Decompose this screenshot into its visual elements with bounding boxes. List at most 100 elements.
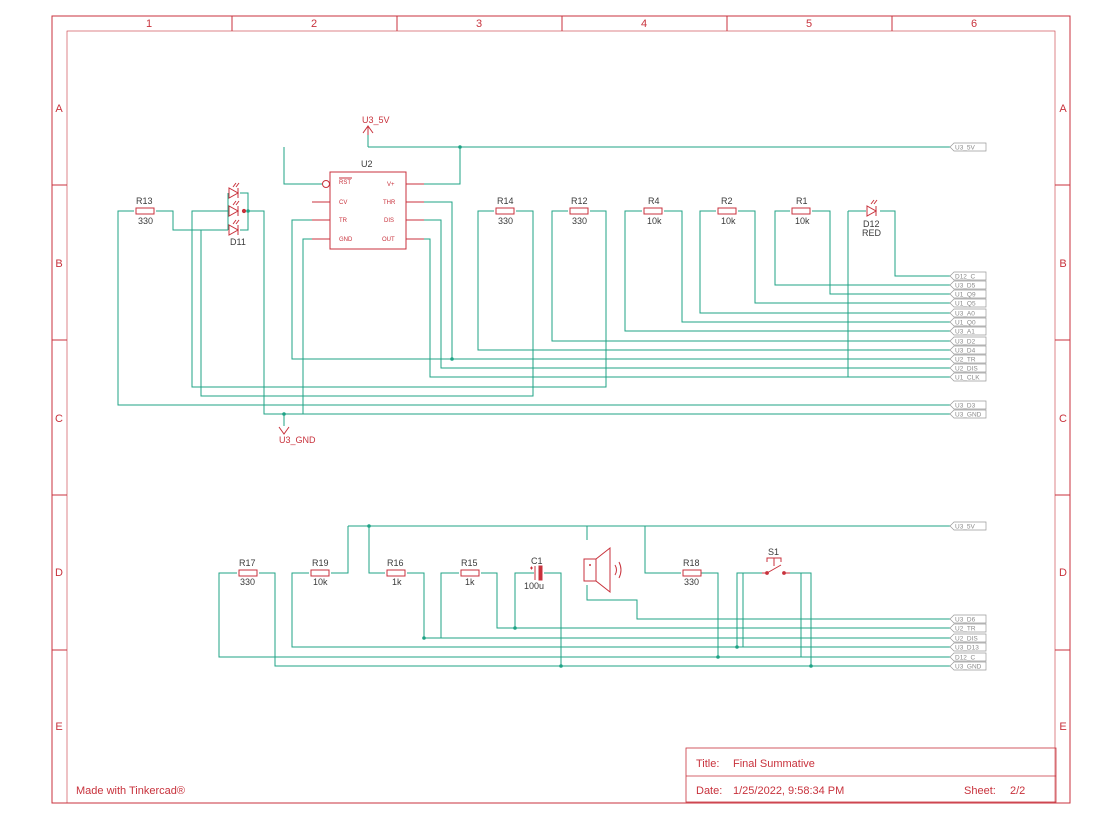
r2-value: 10k (721, 216, 736, 226)
r14-name: R14 (497, 196, 514, 206)
r2-name: R2 (721, 196, 733, 206)
chip-pin-tr: TR (339, 218, 348, 224)
column-label-2: 2 (311, 18, 317, 30)
r15-name: R15 (461, 558, 478, 568)
r15-value: 1k (465, 577, 475, 587)
resistor-r16-body (386, 569, 406, 577)
r1-value: 10k (795, 216, 810, 226)
r14-value: 330 (498, 216, 513, 226)
net-label-text: U3_D6 (955, 617, 976, 624)
switch-s1 (762, 557, 790, 575)
net-label: D12_C (949, 271, 987, 281)
r16-name: R16 (387, 558, 404, 568)
title-label: Title: (696, 758, 719, 770)
net-label: U2_DIS (949, 363, 987, 373)
r13-name: R13 (136, 196, 153, 206)
net-label: U1_Q5 (949, 298, 987, 308)
junction-dot (809, 664, 813, 668)
ground-symbol (278, 426, 290, 435)
made-with-label: Made with Tinkercad® (76, 785, 185, 797)
net-label-text: U2_DIS (955, 366, 978, 373)
column-label-1: 1 (146, 18, 152, 30)
net-label: U3_GND (949, 409, 987, 419)
top-net-labels: U3_5VD12_CU3_D5U1_Q9U1_Q5U3_A0U1_Q0U3_A1… (949, 142, 987, 419)
bottom-circuit-wires (218, 525, 950, 667)
junction-dot (450, 357, 454, 361)
r4-value: 10k (647, 216, 662, 226)
net-label-text: D12_C (955, 655, 976, 662)
date-label: Date: (696, 785, 722, 797)
net-label-text: U3_D13 (955, 645, 979, 652)
r19-name: R19 (312, 558, 329, 568)
resistor-r15-body (460, 569, 480, 577)
r12-name: R12 (571, 196, 588, 206)
junction-dot (716, 655, 720, 659)
net-label-text: U3_D2 (955, 339, 976, 346)
chip-pin-thr: THR (383, 200, 396, 206)
chip-pin-cv: CV (339, 200, 347, 206)
junction-dot (246, 209, 250, 213)
r12-value: 330 (572, 216, 587, 226)
column-label-5: 5 (806, 18, 812, 30)
chip-pin-vplus: V+ (387, 182, 395, 188)
net-label: U3_D3 (949, 400, 987, 410)
net-label-text: U3_GND (955, 412, 982, 419)
net-label-text: U3_5V (955, 524, 976, 531)
power-label-5v: U3_5V (362, 115, 390, 125)
r13-value: 330 (138, 216, 153, 226)
chip-pin-dis: DIS (384, 218, 394, 224)
net-label: U3_D6 (949, 614, 987, 624)
d12-name: D12 (863, 219, 880, 229)
row-label-c-left: C (55, 413, 63, 425)
speaker (583, 546, 622, 594)
ground-label: U3_GND (279, 435, 316, 445)
column-label-6: 6 (971, 18, 977, 30)
junction-dot (559, 664, 563, 668)
chip-pin-gnd: GND (339, 237, 353, 243)
row-label-c-right: C (1059, 413, 1067, 425)
net-label: U3_D5 (949, 280, 987, 290)
net-label-text: U1_Q0 (955, 320, 976, 327)
net-label: U3_D2 (949, 336, 987, 346)
r16-value: 1k (392, 577, 402, 587)
resistor-r4-body (643, 207, 663, 215)
net-label: U3_D4 (949, 345, 987, 355)
power-symbol-5v (362, 125, 374, 135)
net-label: U2_DIS (949, 633, 987, 643)
r17-name: R17 (239, 558, 256, 568)
net-label: U2_TR (949, 354, 987, 364)
junction-dot (367, 524, 371, 528)
junction-dot (458, 145, 462, 149)
net-label-text: U1_CLK (955, 375, 980, 382)
row-label-d-left: D (55, 567, 63, 579)
row-label-e-right: E (1059, 721, 1066, 733)
chip-name: U2 (361, 159, 373, 169)
junction-dot (422, 636, 426, 640)
r17-value: 330 (240, 577, 255, 587)
led-cluster-d11 (228, 182, 247, 236)
top-circuit-wires (117, 135, 950, 426)
sheet-value: 2/2 (1010, 785, 1025, 797)
junction-dot (282, 412, 286, 416)
net-label-text: U1_Q9 (955, 292, 976, 299)
drawing-frame (51, 15, 1071, 804)
junction-dot (735, 645, 739, 649)
chip-pin-rst: RST (339, 180, 351, 186)
row-label-b-left: B (55, 258, 62, 270)
net-label-text: D12_C (955, 274, 976, 281)
net-label: U3_GND (949, 661, 987, 671)
resistor-r18-body (682, 569, 702, 577)
column-label-4: 4 (641, 18, 647, 30)
resistor-r19-body (310, 569, 330, 577)
net-label-text: U2_DIS (955, 636, 978, 643)
net-label-text: U3_GND (955, 664, 982, 671)
d12-value: RED (862, 228, 882, 238)
net-label-text: U2_TR (955, 357, 976, 364)
title-value: Final Summative (733, 758, 815, 770)
r4-name: R4 (648, 196, 660, 206)
d11-name: D11 (230, 237, 246, 247)
c1-name: C1 (531, 556, 543, 566)
row-label-b-right: B (1059, 258, 1066, 270)
